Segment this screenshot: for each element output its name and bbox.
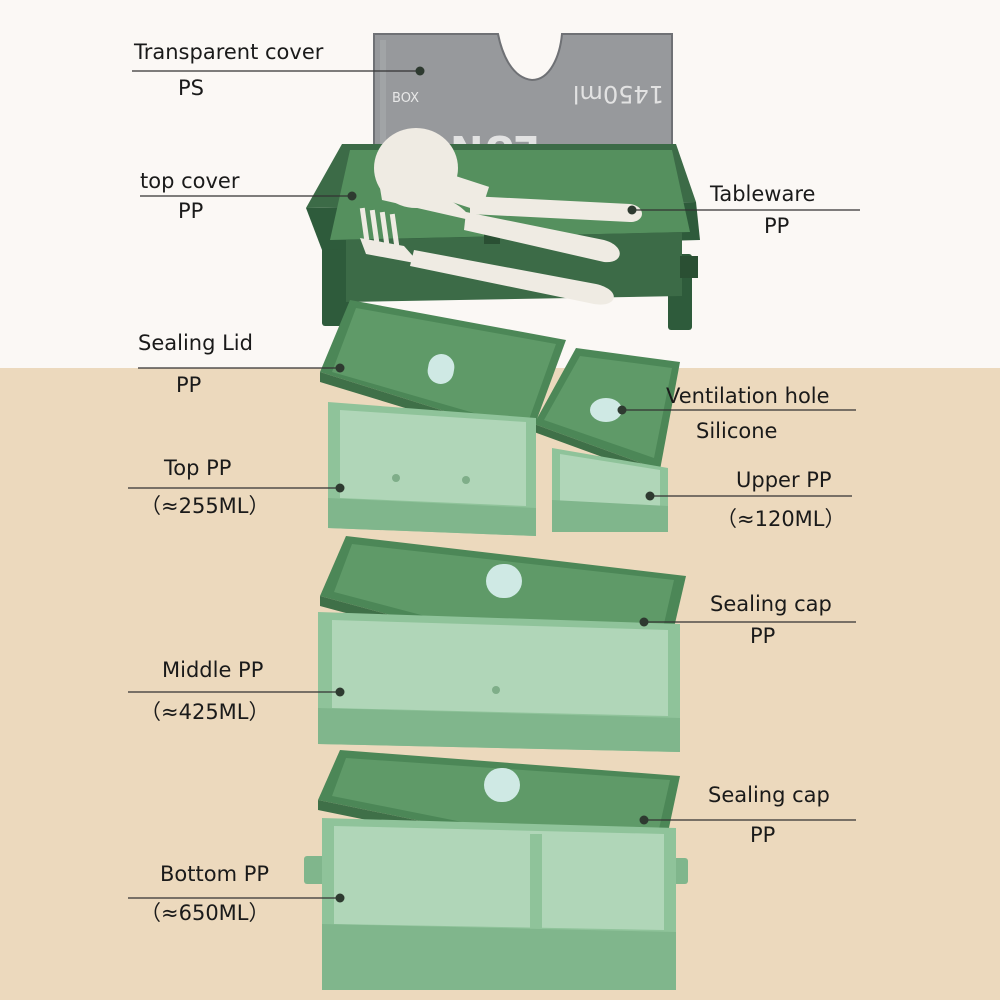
label-transparent-cover: Transparent cover bbox=[134, 40, 324, 64]
label-sealing-cap-2: Sealing cap bbox=[708, 783, 830, 807]
label-tableware: Tableware bbox=[710, 182, 816, 206]
label-tableware-material: PP bbox=[764, 214, 790, 238]
callout-lines bbox=[128, 70, 860, 899]
label-bottom-pp-capacity: （≈650ML） bbox=[140, 901, 270, 925]
label-sealing-cap-1-material: PP bbox=[750, 624, 776, 648]
label-sealing-lid-material: PP bbox=[176, 373, 202, 397]
top-pp-box bbox=[328, 402, 536, 536]
fork-icon bbox=[359, 207, 614, 305]
label-top-cover: top cover bbox=[140, 169, 240, 193]
label-ventilation-material: Silicone bbox=[696, 419, 778, 443]
label-top-pp: Top PP bbox=[164, 456, 232, 480]
callout-dots bbox=[335, 66, 655, 903]
label-bottom-pp: Bottom PP bbox=[160, 862, 270, 886]
label-ventilation-hole: Ventilation hole bbox=[666, 384, 830, 408]
box-capacity-text: 1450ml bbox=[573, 80, 664, 108]
label-top-cover-material: PP bbox=[178, 199, 204, 223]
label-middle-pp: Middle PP bbox=[162, 658, 264, 682]
label-sealing-cap-2-material: PP bbox=[750, 823, 776, 847]
label-upper-pp-capacity: （≈120ML） bbox=[716, 507, 846, 531]
tableware bbox=[359, 128, 642, 305]
bottom-pp-box bbox=[304, 818, 688, 990]
label-upper-pp: Upper PP bbox=[736, 468, 832, 492]
label-transparent-cover-material: PS bbox=[178, 76, 204, 100]
label-sealing-cap-1: Sealing cap bbox=[710, 592, 832, 616]
middle-pp-box bbox=[318, 612, 680, 752]
box-brand-text-small: BOX bbox=[392, 91, 419, 106]
label-middle-pp-capacity: （≈425ML） bbox=[140, 700, 270, 724]
knife-icon bbox=[378, 176, 620, 263]
label-top-pp-capacity: （≈255ML） bbox=[140, 494, 270, 518]
label-sealing-lid: Sealing Lid bbox=[138, 331, 253, 355]
upper-pp-box bbox=[552, 448, 668, 532]
